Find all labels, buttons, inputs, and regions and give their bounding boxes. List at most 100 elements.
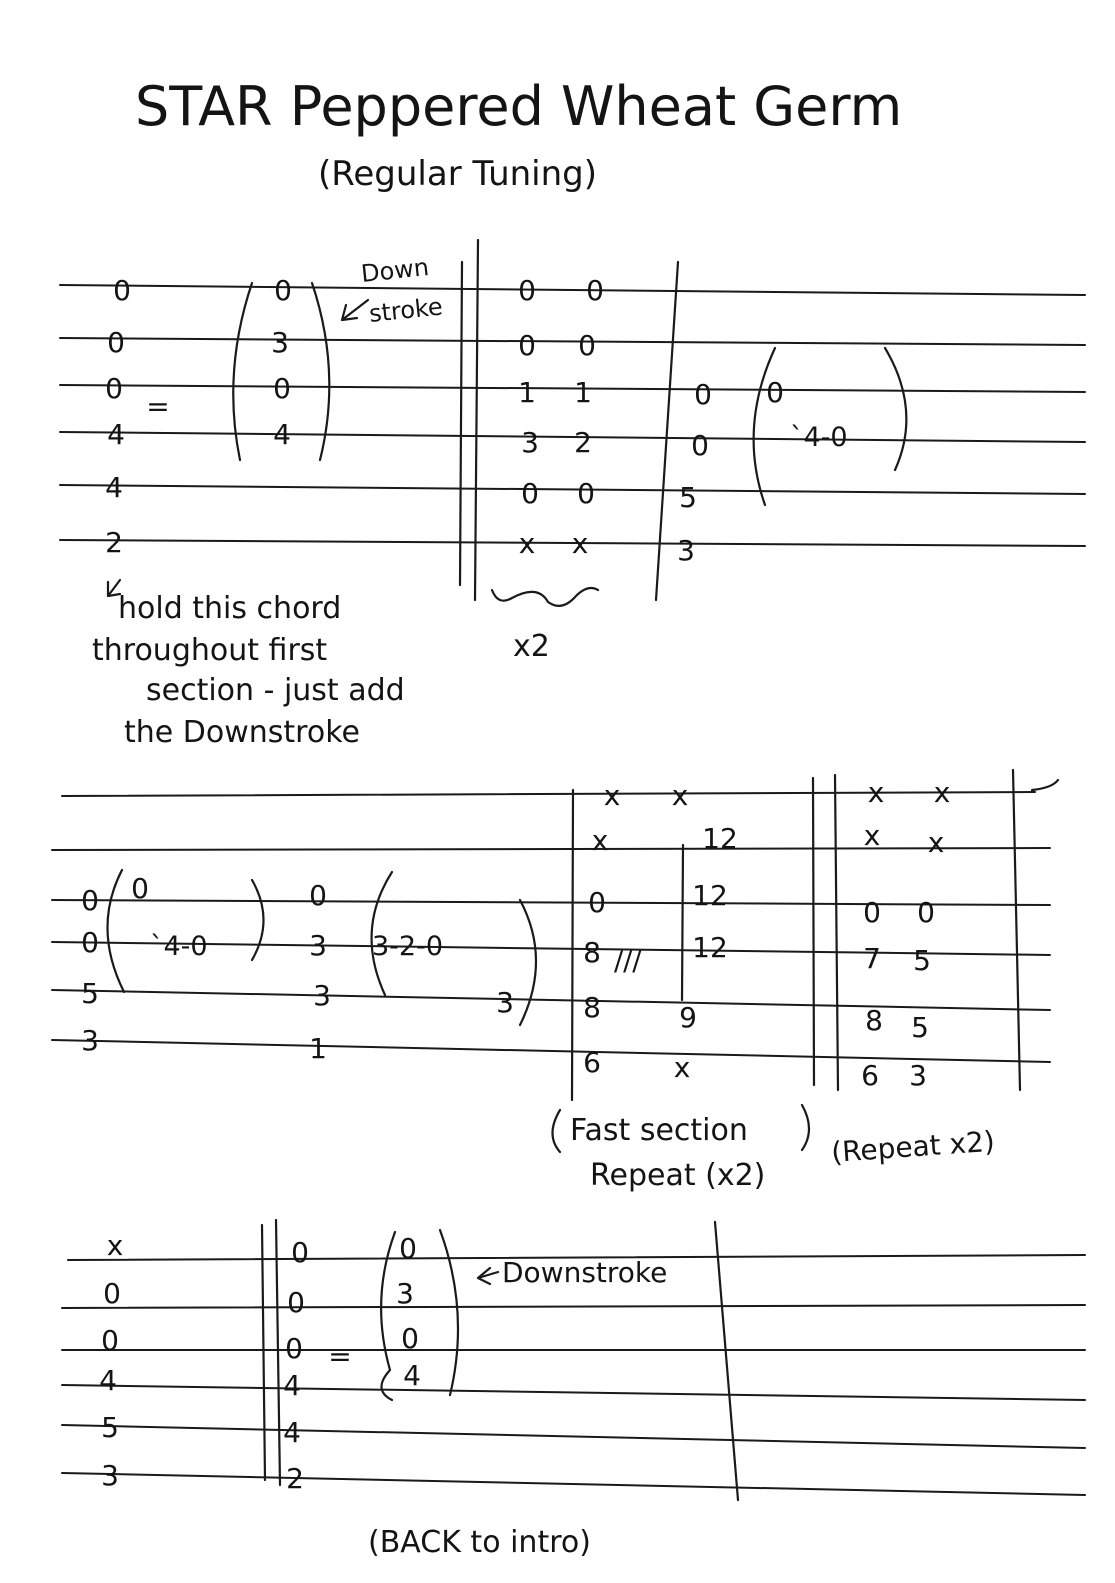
hold-arrow-icon (106, 578, 122, 598)
section2-run-bracket-left (106, 868, 126, 994)
svg-text:x: x (928, 826, 945, 859)
section2-bar-fast-mid (680, 843, 685, 1002)
svg-text:4: 4 (403, 1359, 421, 1392)
svg-text:3: 3 (313, 979, 331, 1012)
fast-section-mark: /// (614, 946, 642, 977)
section2-run-bracket-right (250, 878, 265, 962)
svg-text:0: 0 (274, 274, 292, 307)
svg-text:0: 0 (81, 884, 99, 917)
section2-bar-fast-start (570, 788, 575, 1102)
section1-run: `4-0 (790, 422, 848, 453)
section1-chord-col1: 0 0 1 3 0 x (518, 274, 539, 560)
svg-text:x: x (864, 819, 881, 852)
svg-text:6: 6 (861, 1059, 879, 1092)
back-to-intro-note: (BACK to intro) (368, 1525, 591, 1560)
section1-run-bracket-left (752, 346, 777, 507)
svg-text:2: 2 (574, 426, 592, 459)
svg-text:hold this chord: hold this chord (118, 591, 341, 626)
svg-text:0: 0 (577, 477, 595, 510)
svg-text:0: 0 (101, 1324, 119, 1357)
svg-text:12: 12 (692, 931, 728, 964)
svg-text:6: 6 (583, 1046, 601, 1079)
fast-note-bracket-left (551, 1108, 562, 1154)
svg-text:0: 0 (588, 886, 606, 919)
svg-text:throughout first: throughout first (92, 633, 327, 668)
section1-run-bracket-right (883, 346, 908, 472)
svg-text:0: 0 (917, 896, 935, 929)
svg-text:1: 1 (574, 376, 592, 409)
svg-text:x: x (592, 824, 609, 857)
svg-text:0: 0 (291, 1236, 309, 1269)
svg-text:x: x (934, 776, 951, 809)
section2-open-chord: 0 0 5 3 (81, 884, 99, 1057)
section3-staff (61, 1254, 1086, 1496)
svg-text:3: 3 (396, 1277, 414, 1310)
svg-text:12: 12 (702, 822, 738, 855)
svg-text:0: 0 (863, 896, 881, 929)
svg-text:2: 2 (286, 1462, 304, 1495)
svg-text:4: 4 (283, 1416, 301, 1449)
section1-open-chord: 0 0 0 4 4 2 (105, 274, 131, 559)
section1-repeat-mark: = (146, 390, 169, 423)
section3-downstroke-arrow-icon (476, 1266, 500, 1286)
section2-double-bar-a (811, 776, 816, 1087)
svg-text:the Downstroke: the Downstroke (124, 715, 360, 750)
section3-open-chord: x 0 0 4 5 3 (99, 1229, 123, 1492)
svg-text:9: 9 (679, 1001, 697, 1034)
svg-text:5: 5 (101, 1411, 119, 1444)
section1-staff (59, 284, 1086, 547)
svg-text:4: 4 (273, 418, 291, 451)
svg-text:section - just add: section - just add (146, 673, 405, 708)
svg-text:4: 4 (107, 418, 125, 451)
svg-text:0: 0 (273, 372, 291, 405)
section1-bar-end (654, 260, 680, 602)
svg-text:12: 12 (692, 879, 728, 912)
section3-bracket-left (380, 1230, 397, 1402)
svg-text:3: 3 (101, 1459, 119, 1492)
repeat-chord-col1: x x 0 7 8 6 (861, 776, 884, 1092)
svg-text:2: 2 (105, 526, 123, 559)
section1-bracket-chord: 0 3 0 4 (271, 274, 292, 451)
svg-text:0: 0 (309, 879, 327, 912)
svg-text:1: 1 (309, 1032, 327, 1065)
svg-text:5: 5 (911, 1011, 929, 1044)
svg-text:0: 0 (691, 429, 709, 462)
section1-bracket-right (310, 281, 331, 462)
downstroke-arrow-icon (340, 298, 370, 322)
section2-staff (51, 791, 1051, 1063)
fast-note-bracket-right (800, 1103, 811, 1152)
svg-text:x: x (604, 779, 621, 812)
hold-chord-note: hold this chord throughout first section… (92, 591, 405, 750)
svg-text:0: 0 (521, 477, 539, 510)
svg-text:7: 7 (863, 942, 881, 975)
fast-chord-col2: x 12 12 12 9 x (672, 779, 738, 1084)
svg-text:x: x (672, 779, 689, 812)
fast-chord-col1: x x 0 8 8 6 (583, 779, 620, 1079)
svg-text:0: 0 (518, 274, 536, 307)
svg-text:5: 5 (81, 977, 99, 1010)
section3-downstroke-label: Downstroke (502, 1256, 667, 1289)
svg-text:0: 0 (105, 372, 123, 405)
svg-text:8: 8 (583, 991, 601, 1024)
svg-text:0: 0 (578, 329, 596, 362)
svg-text:0: 0 (287, 1286, 305, 1319)
section2-run2-bracket-right (518, 898, 538, 1027)
svg-text:0: 0 (518, 329, 536, 362)
svg-text:3: 3 (909, 1059, 927, 1092)
section3-bracket-right (438, 1228, 460, 1397)
svg-text:1: 1 (518, 376, 536, 409)
section1-run-start: 0 (766, 376, 784, 409)
svg-text:3: 3 (677, 534, 695, 567)
section2-staff-tail (1030, 778, 1060, 792)
section3-double-bar-b (274, 1218, 282, 1487)
section2-run2: 3-2-0 (372, 931, 443, 962)
section1-double-bar-a (458, 260, 464, 587)
svg-text:0: 0 (103, 1277, 121, 1310)
svg-text:x: x (519, 527, 536, 560)
section1-chord-col3: 0 0 5 3 (677, 378, 712, 567)
section2-chord-col: 0 3 3 1 (309, 879, 331, 1065)
section3-chord-col: 0 0 0 4 4 2 (283, 1236, 309, 1495)
svg-text:8: 8 (865, 1004, 883, 1037)
svg-text:0: 0 (399, 1232, 417, 1265)
